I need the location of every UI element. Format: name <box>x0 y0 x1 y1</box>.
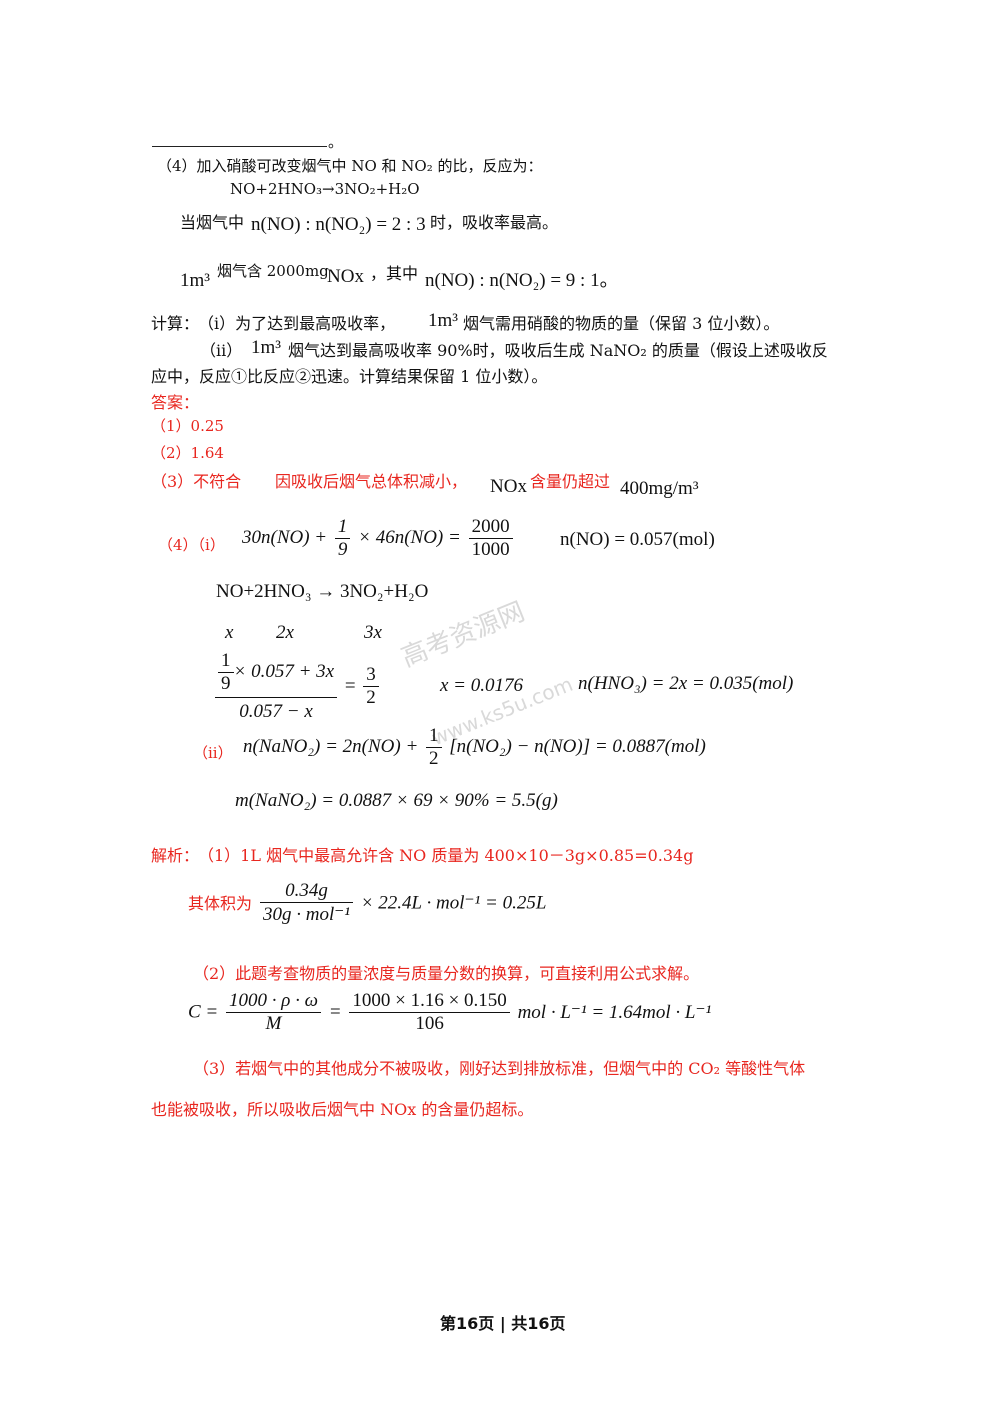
eq4: m(NaNO₂) = 0.0887 × 69 × 90% = 5.5(g) <box>235 790 558 811</box>
calc-i-b: 烟气需用硝酸的物质的量（保留 3 位小数）。 <box>463 314 780 333</box>
eq2-hno3: n(HNO₃) = 2x = 0.035(mol) <box>578 673 794 694</box>
cond-eq: n(NO) : n(NO₂) = 2 : 3 <box>251 214 426 235</box>
calc-i-a: （i）为了达到最高吸收率， <box>198 314 396 333</box>
gas-nox: NOx <box>327 266 364 287</box>
answer-3-nox: NOx <box>490 476 527 497</box>
calc-i-1m3: 1m³ <box>428 310 458 331</box>
gas-text: 烟气含 2000mg <box>217 262 329 280</box>
eq3-right: [n(NO₂) − n(NO)] = 0.0887(mol) <box>449 735 706 757</box>
eq1-left: 30n(NO) + <box>242 526 328 548</box>
analysis-p1: （1）1L 烟气中最高允许含 NO 质量为 400×10－3g×0.85=0.3… <box>198 846 694 865</box>
blank-end: 。 <box>328 133 344 151</box>
p1b-rest: × 22.4L · mol⁻¹ = 0.25L <box>360 892 547 914</box>
rxn: NO+2HNO₃ → 3NO₂+H₂O <box>216 581 429 602</box>
eq1-frac-n: 1 <box>337 516 348 537</box>
reaction: NO+2HNO₃→3NO₂+H₂O <box>230 180 420 198</box>
answer-4ii-label: （ii） <box>193 744 233 762</box>
q4-intro: （4）加入硝酸可改变烟气中 NO 和 NO₂ 的比，反应为： <box>157 157 543 175</box>
rxn-2x: 2x <box>276 622 294 643</box>
rxn-3x: 3x <box>364 622 382 643</box>
cond-suffix: 时，吸收率最高。 <box>430 213 559 232</box>
eq2-den: 0.057 − x <box>215 697 338 723</box>
answer-3-text2: 含量仍超过 <box>530 472 611 491</box>
calc-ii-c: 应中，反应①比反应②迅速。计算结果保留 1 位小数）。 <box>151 367 548 386</box>
analysis-p2: （2）此题考查物质的量浓度与质量分数的换算，可直接利用公式求解。 <box>193 964 700 983</box>
calc-ii-1m3: 1m³ <box>251 337 281 358</box>
eq1-rhs-n: 2000 <box>471 516 510 537</box>
gas-mid: ，其中 <box>370 264 419 283</box>
calc-label: 计算： <box>151 314 200 333</box>
answer-blank-line <box>152 146 327 147</box>
rxn-x: x <box>225 622 234 643</box>
analysis-p1b-label: 其体积为 <box>188 894 253 913</box>
answer-3-limit: 400mg/m³ <box>620 478 699 499</box>
answer-3-label: （3）不符合 <box>151 472 242 491</box>
answer-label: 答案： <box>151 393 200 412</box>
calc-ii-b: 烟气达到最高吸收率 90%时，吸收后生成 NaNO₂ 的质量（假设上述吸收反 <box>288 341 828 360</box>
eq1-mid: × 46n(NO) = <box>358 526 461 548</box>
cond-prefix: 当烟气中 <box>180 213 245 232</box>
eq2-x: x = 0.0176 <box>440 675 524 696</box>
analysis-label: 解析： <box>151 846 200 865</box>
answer-1: （1）0.25 <box>151 417 224 435</box>
eq1-result: n(NO) = 0.057(mol) <box>560 529 715 550</box>
eq1-rhs-d: 1000 <box>468 538 513 561</box>
answer-3-text: 因吸收后烟气总体积减小， <box>275 472 468 491</box>
answer-2: （2）1.64 <box>151 444 224 462</box>
gas-1m3: 1m³ <box>180 270 210 291</box>
analysis-p3a: （3）若烟气中的其他成分不被吸收，刚好达到排放标准，但烟气中的 CO₂ 等酸性气… <box>193 1059 806 1078</box>
calc-ii-a: （ii） <box>200 341 243 360</box>
eq3-left: n(NaNO₂) = 2n(NO) + <box>243 735 419 757</box>
page-footer: 第16页 | 共16页 <box>440 1314 566 1333</box>
analysis-p3b: 也能被吸收，所以吸收后烟气中 NOx 的含量仍超标。 <box>151 1100 534 1119</box>
answer-4-label: （4）（i） <box>158 536 225 554</box>
eq1-frac-d: 9 <box>334 538 351 561</box>
gas-eq: n(NO) : n(NO₂) = 9 : 1。 <box>425 270 619 291</box>
watermark-cn: 高考资源网 <box>397 596 530 674</box>
